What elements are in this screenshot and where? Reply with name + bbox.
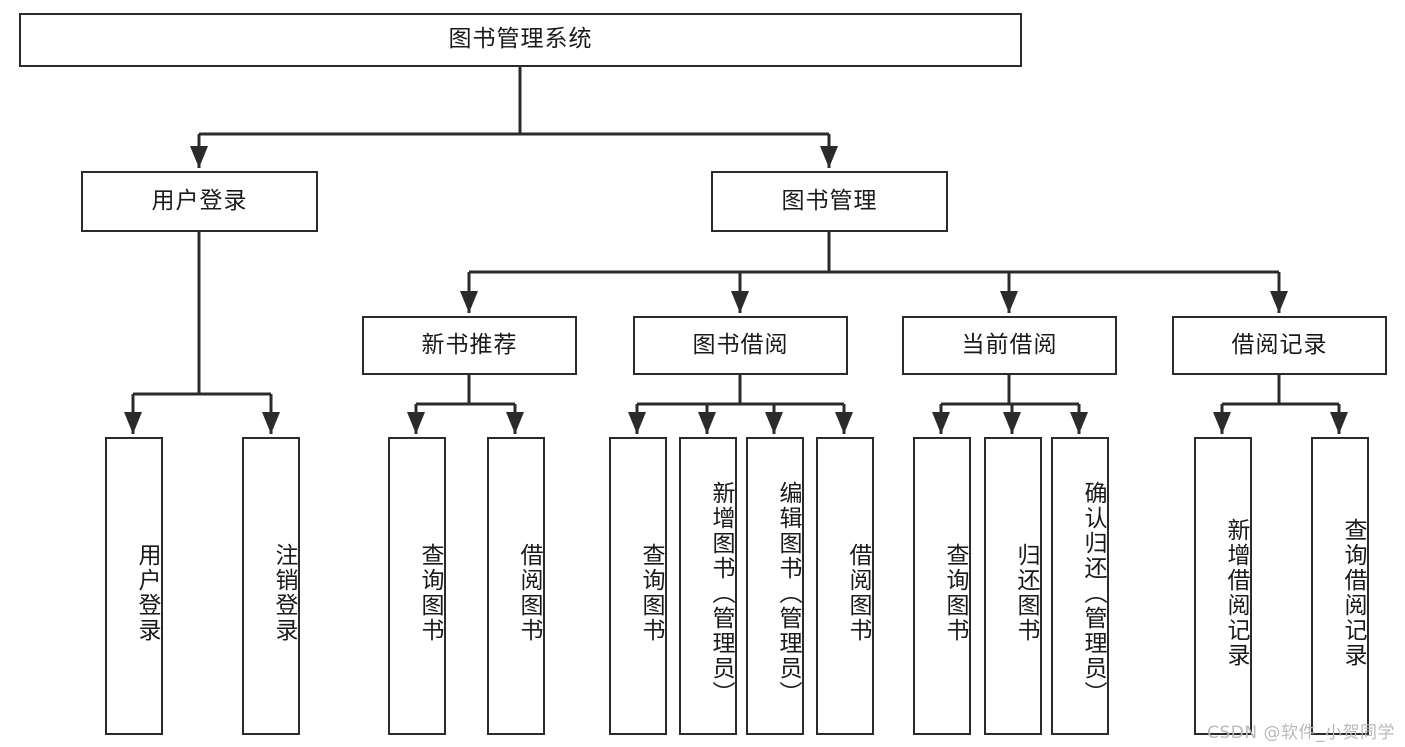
arrowhead-book-borrow: [731, 291, 749, 313]
arrowhead-leaf-query-book-cur: [932, 412, 950, 434]
watermark: CSDN @软件_小贺同学: [1207, 723, 1395, 743]
arrowhead-new-book-rec: [460, 291, 478, 313]
arrowhead-leaf-add-book-admin: [698, 412, 716, 434]
node-label: 当前借阅: [961, 331, 1058, 358]
arrowhead-borrow-record: [1270, 291, 1288, 313]
arrowhead-leaf-user-login: [124, 412, 142, 434]
node-label: 用户登录: [151, 187, 248, 214]
arrowhead-user-login: [190, 146, 208, 168]
arrowhead-leaf-query-book-rec: [407, 412, 425, 434]
node-leaf-borrow-book-rec[interactable]: 借阅图书: [487, 437, 545, 735]
node-label: 借阅图书: [845, 543, 871, 643]
node-leaf-query-borrow-record[interactable]: 查询借阅记录: [1311, 437, 1369, 735]
node-label: 归还图书: [1013, 543, 1039, 643]
node-label: 注销登录: [271, 543, 297, 643]
node-book-borrow[interactable]: 图书借阅: [633, 316, 848, 375]
node-root[interactable]: 图书管理系统: [19, 13, 1022, 67]
node-leaf-confirm-return-admin[interactable]: 确认归还（管理员）: [1051, 437, 1109, 735]
node-label: 用户登录: [134, 543, 160, 643]
node-book-manage[interactable]: 图书管理: [711, 171, 948, 232]
node-label: 借阅记录: [1231, 331, 1328, 358]
arrowhead-leaf-borrow-book-rec: [506, 412, 524, 434]
node-leaf-return-book[interactable]: 归还图书: [984, 437, 1042, 735]
node-current-borrow[interactable]: 当前借阅: [902, 316, 1117, 375]
node-leaf-user-logout[interactable]: 注销登录: [242, 437, 300, 735]
node-label: 新书推荐: [421, 331, 518, 358]
node-label: 查询图书: [417, 543, 443, 643]
node-label: 图书管理: [781, 187, 878, 214]
node-leaf-query-book-rec[interactable]: 查询图书: [388, 437, 446, 735]
node-leaf-add-book-admin[interactable]: 新增图书（管理员）: [679, 437, 737, 735]
node-label: 图书管理系统: [448, 26, 593, 53]
arrowhead-current-borrow: [1000, 291, 1018, 313]
arrowhead-leaf-query-borrow-record: [1330, 412, 1348, 434]
arrowhead-leaf-query-book-bor: [628, 412, 646, 434]
arrowhead-leaf-edit-book-admin: [765, 412, 783, 434]
node-borrow-record[interactable]: 借阅记录: [1172, 316, 1387, 375]
node-label: 新增图书（管理员）: [708, 480, 734, 706]
node-leaf-edit-book-admin[interactable]: 编辑图书（管理员）: [746, 437, 804, 735]
node-leaf-add-borrow-record[interactable]: 新增借阅记录: [1194, 437, 1252, 735]
node-label: 借阅图书: [516, 543, 542, 643]
node-leaf-query-book-cur[interactable]: 查询图书: [913, 437, 971, 735]
node-label: 确认归还（管理员）: [1080, 480, 1106, 706]
node-label: 编辑图书（管理员）: [775, 480, 801, 706]
node-new-book-rec[interactable]: 新书推荐: [362, 316, 577, 375]
node-user-login[interactable]: 用户登录: [81, 171, 318, 232]
node-label: 图书借阅: [692, 331, 789, 358]
node-leaf-query-book-bor[interactable]: 查询图书: [609, 437, 667, 735]
arrowhead-leaf-borrow-book-bor: [835, 412, 853, 434]
node-label: 查询借阅记录: [1340, 518, 1366, 668]
arrowhead-leaf-add-borrow-record: [1213, 412, 1231, 434]
arrowhead-leaf-confirm-return-admin: [1070, 412, 1088, 434]
node-label: 查询图书: [638, 543, 664, 643]
node-leaf-user-login[interactable]: 用户登录: [105, 437, 163, 735]
node-leaf-borrow-book-bor[interactable]: 借阅图书: [816, 437, 874, 735]
arrowhead-book-manage: [820, 146, 838, 168]
node-label: 查询图书: [942, 543, 968, 643]
node-label: 新增借阅记录: [1223, 518, 1249, 668]
arrowhead-leaf-return-book: [1003, 412, 1021, 434]
arrowhead-leaf-user-logout: [262, 412, 280, 434]
